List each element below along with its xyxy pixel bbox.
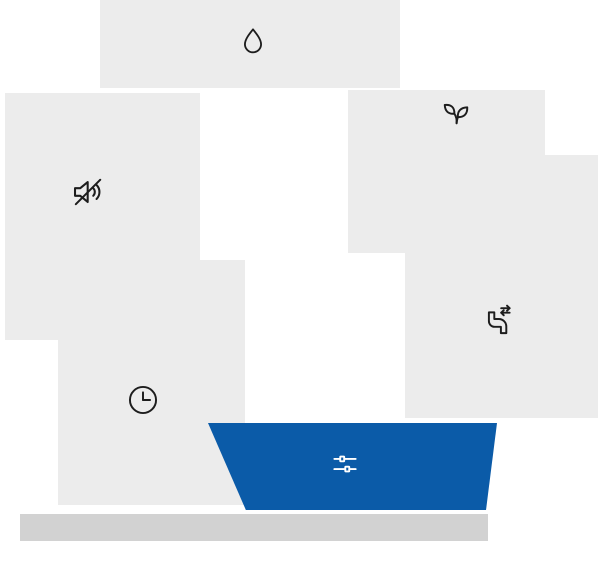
eco-leaves-icon	[438, 94, 474, 130]
clock-icon	[125, 382, 161, 418]
faucet-swap-icon	[479, 304, 515, 340]
tile-water-connection	[405, 155, 598, 418]
mute-speaker-icon	[69, 173, 107, 211]
water-drop-icon	[236, 25, 270, 59]
tile-clock	[58, 260, 245, 505]
settings-sliders-icon	[329, 448, 361, 480]
settings-funnel	[208, 423, 497, 510]
base-bar	[20, 514, 488, 541]
tile-water-drop	[100, 0, 400, 88]
